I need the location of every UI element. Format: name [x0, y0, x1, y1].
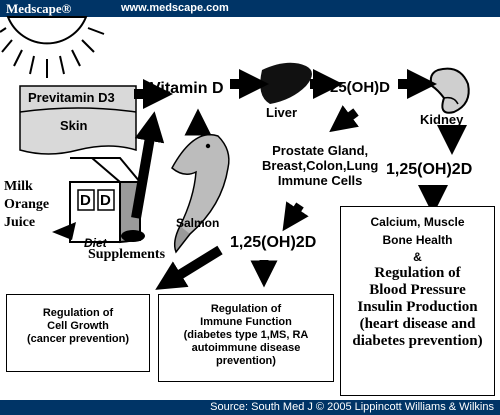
arrow-25ohd-to-cells [329, 105, 359, 133]
skin-paper-icon [19, 85, 137, 155]
calcium-line-1: Calcium, Muscle [370, 215, 465, 229]
arrow-cells-down [282, 201, 309, 232]
regulation-line-2: Blood Pressure [369, 282, 466, 298]
arrow-supplements-to-vitamin-d [131, 111, 165, 219]
juice-line: Juice [4, 215, 36, 230]
cell-growth-line-3: (cancer prevention) [26, 333, 130, 345]
medscape-logo: Medscape® [6, 1, 72, 16]
calcium-line-2: Bone Health [382, 233, 453, 247]
cell-growth-line-2: Cell Growth [47, 320, 109, 332]
footer-bar: Source: South Med J © 2005 Lippincott Wi… [0, 400, 500, 415]
label-liver: Liver [266, 105, 298, 120]
carton-letter-right: D [100, 192, 111, 209]
label-diet: Diet [84, 236, 107, 250]
label-125ohd2d-kidney: 1,25(OH)2D [386, 161, 473, 178]
label-skin: Skin [60, 118, 88, 133]
label-supplements: Supplements [88, 247, 166, 262]
arrow-125-to-cell-growth [155, 245, 223, 290]
salmon-icon [171, 134, 230, 254]
orange-line: Orange [4, 197, 50, 212]
regulation-line-3: Insulin Production [357, 299, 478, 315]
regulation-line-1: Regulation of [374, 265, 461, 281]
supplement-pill-icon [121, 230, 145, 242]
target-tissues-line-3: Immune Cells [277, 173, 363, 188]
milk-carton-icon [52, 157, 143, 244]
regulation-line-4: (heart disease and [359, 316, 476, 332]
label-125ohd2d-cells: 1,25(OH)2D [230, 234, 317, 251]
immune-line-4: autoimmune disease [191, 342, 301, 354]
label-kidney: Kidney [420, 112, 464, 127]
immune-line-5: prevention) [216, 355, 276, 367]
label-vitamin-d: Vitamin D [150, 80, 224, 97]
milk-line: Milk [4, 179, 33, 194]
cell-growth-line-1: Regulation of [42, 307, 114, 319]
immune-line-2: Immune Function [200, 316, 292, 328]
medscape-url[interactable]: www.medscape.com [121, 2, 229, 14]
calcium-ampersand: & [413, 250, 422, 264]
target-tissues-line-2: Breast,Colon,Lung [262, 158, 379, 173]
regulation-line-5: diabetes prevention) [352, 333, 483, 349]
box-cell-growth: Regulation of Cell Growth (cancer preven… [6, 294, 150, 372]
sun-icon [0, 16, 105, 78]
box-immune-function: Regulation of Immune Function (diabetes … [158, 294, 334, 382]
kidney-icon [429, 67, 470, 114]
target-tissues-line-1: Prostate Gland, [272, 143, 369, 158]
label-25ohd: 25(OH)D [330, 79, 391, 96]
label-previtamin-d3: Previtamin D3 [28, 90, 115, 105]
label-milk-orange-juice: Milk Orange Juice [4, 178, 49, 232]
immune-line-1: Regulation of [210, 303, 282, 315]
header-bar: Medscape® www.medscape.com [0, 0, 500, 17]
liver-icon [260, 62, 312, 104]
label-target-tissues: Prostate Gland, Breast,Colon,Lung Immune… [262, 143, 378, 188]
carton-letter-left: D [80, 192, 91, 209]
label-salmon: Salmon [176, 216, 220, 230]
box-calcium-bone-health: Calcium, Muscle Bone Health & Regulation… [340, 206, 495, 396]
source-credit: Source: South Med J © 2005 Lippincott Wi… [210, 401, 494, 413]
immune-line-3: (diabetes type 1,MS, RA [183, 329, 309, 341]
